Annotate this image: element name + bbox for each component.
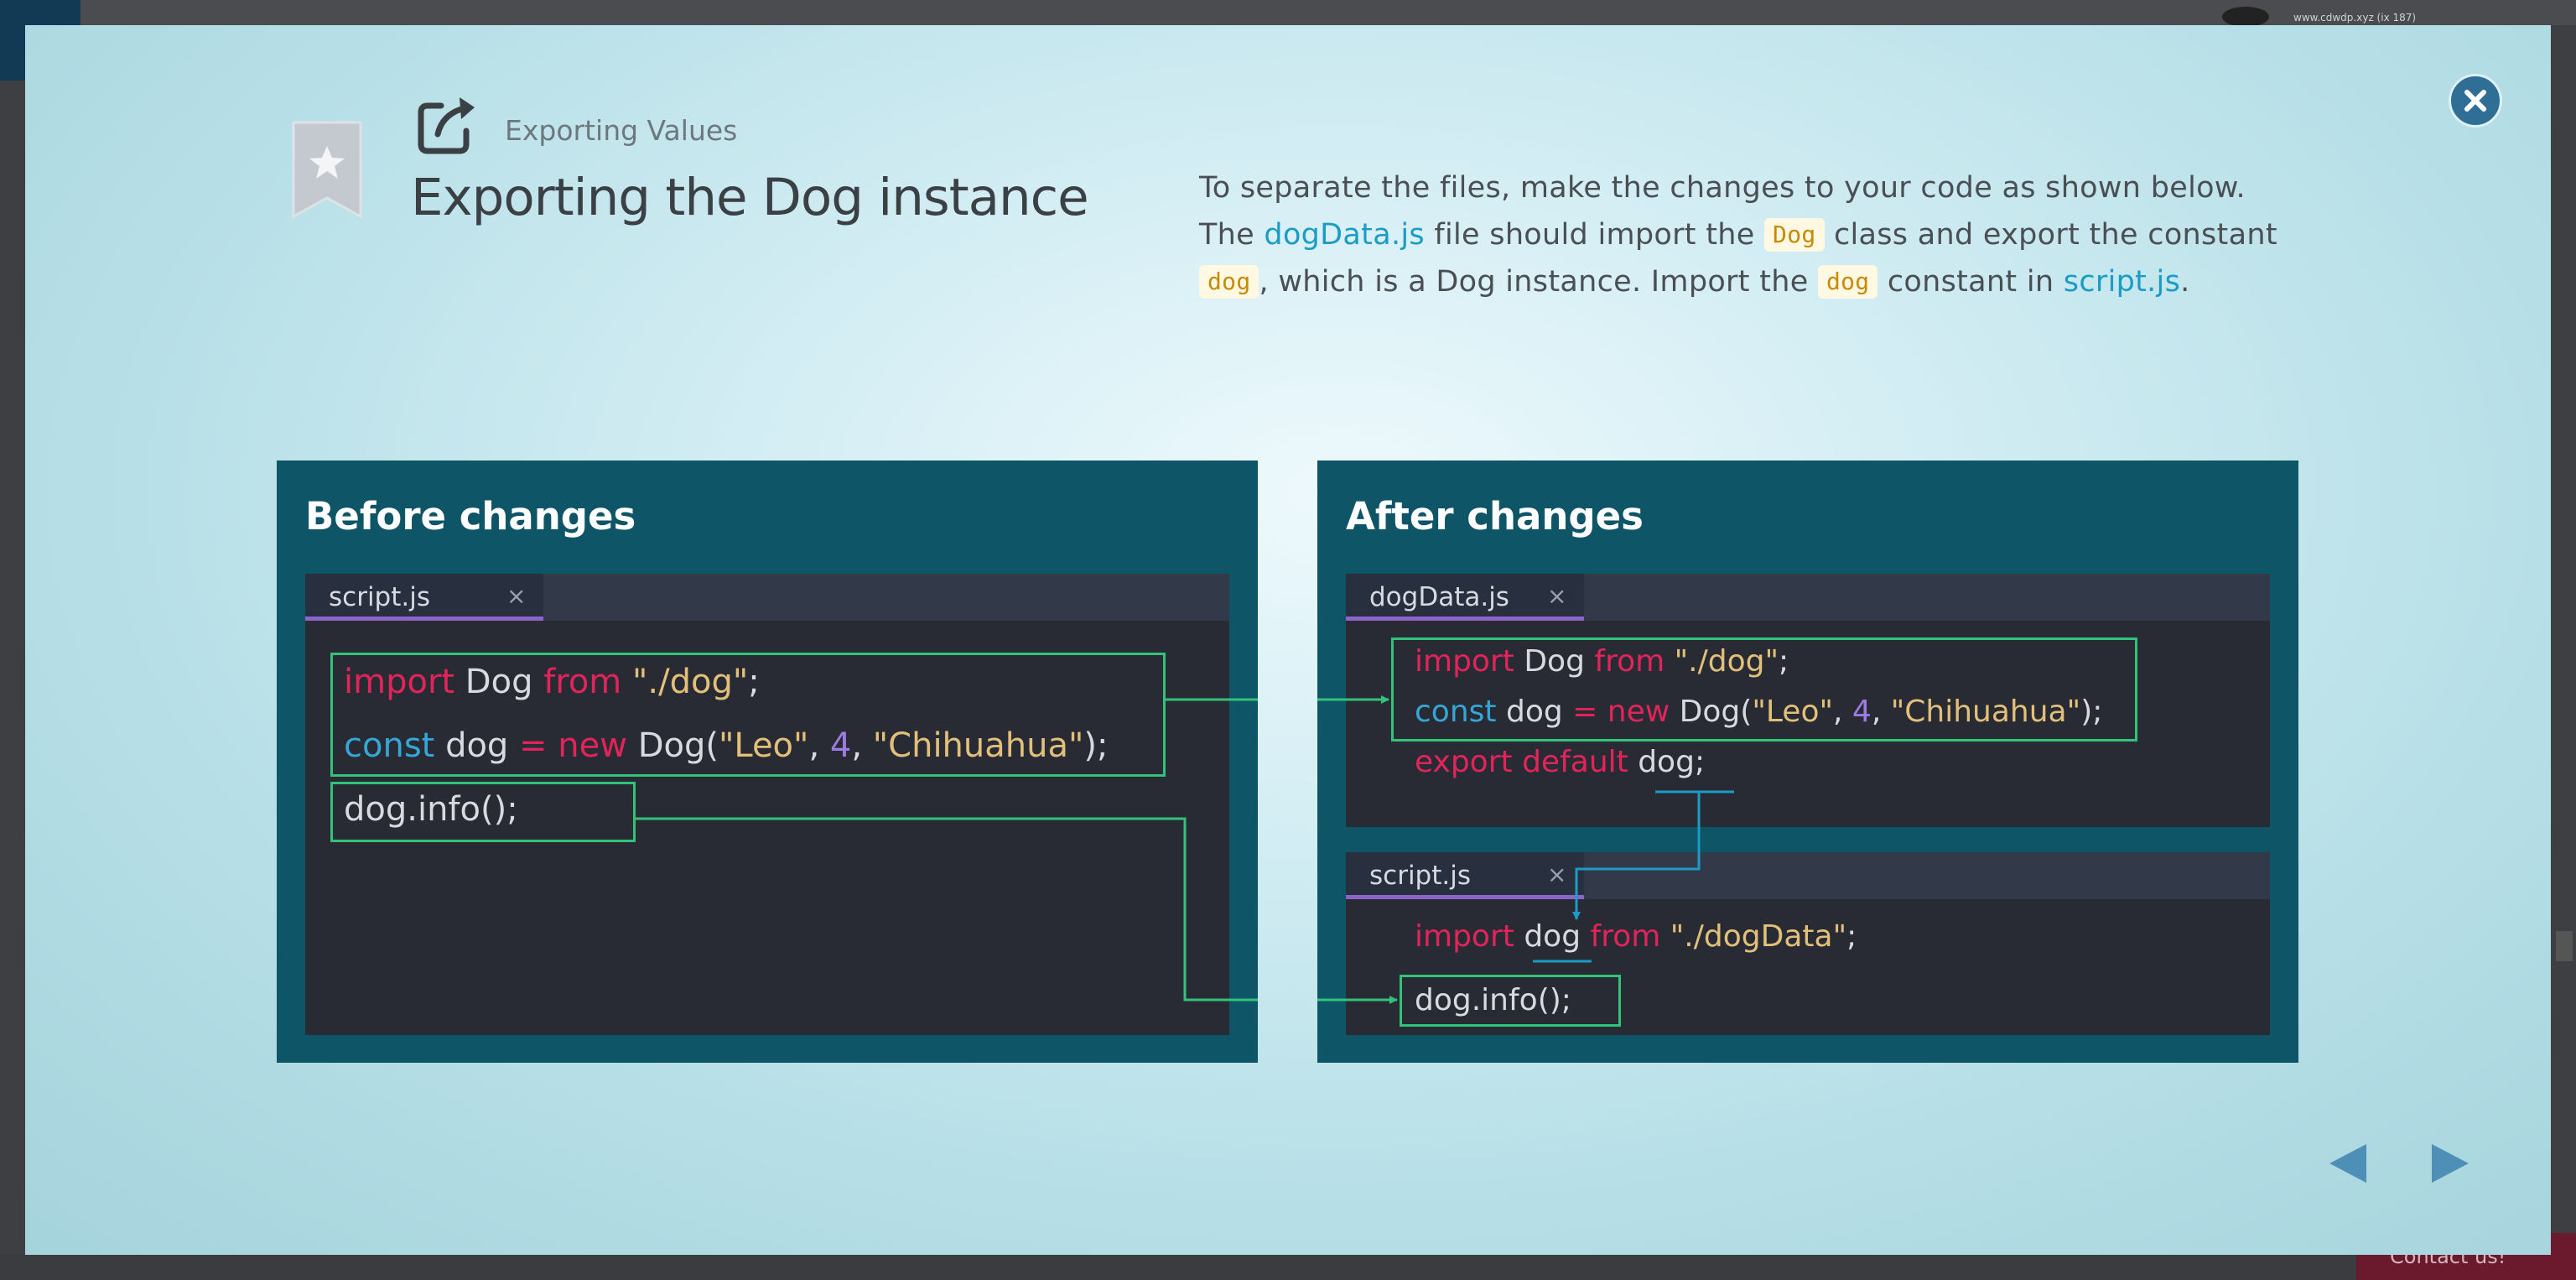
- code-line-export: export default dog;: [1415, 745, 1705, 779]
- keyword: import: [344, 663, 455, 701]
- identifier: dog: [1505, 695, 1563, 729]
- code-editor: script.js × import Dog from "./dog"; con…: [305, 574, 1229, 1035]
- operator: =: [519, 726, 548, 765]
- keyword: default: [1522, 745, 1628, 779]
- punctuation: ;: [748, 663, 760, 701]
- punctuation: );: [2080, 695, 2103, 729]
- description-text: class and export the constant: [1824, 218, 2277, 252]
- keyword: const: [344, 726, 435, 765]
- string-literal: "Chihuahua": [872, 726, 1084, 765]
- before-changes-panel: Before changes script.js × import Dog fr…: [277, 460, 1258, 1063]
- highlight-box-info: [330, 782, 636, 842]
- operator: =: [1572, 695, 1598, 729]
- code-line-import: import Dog from "./dog";: [344, 663, 760, 701]
- keyword: new: [1607, 695, 1670, 729]
- code-line-const: const dog = new Dog("Leo", 4, "Chihuahua…: [1415, 695, 2102, 729]
- tab-close-icon[interactable]: ×: [1547, 582, 1567, 610]
- keyword: import: [1415, 644, 1514, 679]
- string-literal: "./dog": [632, 663, 749, 701]
- keyword: import: [1415, 919, 1514, 954]
- punctuation: ;: [1846, 919, 1857, 954]
- file-name-script: script.js: [2063, 265, 2181, 299]
- tab-dogdata-js[interactable]: dogData.js ×: [1346, 574, 1584, 621]
- description-text: .: [2180, 265, 2190, 299]
- string-literal: "Chihuahua": [1890, 695, 2081, 729]
- identifier: Dog: [1524, 644, 1585, 679]
- code-line-info: dog.info();: [344, 790, 518, 829]
- string-literal: "Leo": [1752, 695, 1834, 729]
- code-editor-script: script.js × import dog from "./dogData";…: [1346, 852, 2270, 1035]
- keyword: const: [1415, 695, 1497, 729]
- tab-label: script.js: [1369, 861, 1472, 891]
- punctuation: ,: [1871, 695, 1891, 729]
- identifier: Dog(: [637, 726, 719, 765]
- keyword: new: [558, 726, 627, 765]
- number-literal: 4: [829, 726, 852, 765]
- lesson-modal: Exporting Values Exporting the Dog insta…: [25, 25, 2551, 1255]
- background-top-bar: [0, 0, 2576, 25]
- close-button[interactable]: [2449, 74, 2502, 127]
- file-name-dogdata: dogData.js: [1264, 218, 1425, 252]
- background-scrollbar: [2556, 931, 2573, 961]
- inline-code: dog: [1817, 265, 1878, 299]
- keyword: from: [543, 663, 622, 701]
- keyword: export: [1415, 745, 1513, 779]
- identifier: Dog(: [1679, 695, 1753, 729]
- code-line-const: const dog = new Dog("Leo", 4, "Chihuahua…: [344, 726, 1108, 765]
- page-title: Exporting the Dog instance: [411, 168, 1089, 227]
- string-literal: "./dogData": [1670, 919, 1847, 954]
- code-editor-dogdata: dogData.js × import Dog from "./dog"; co…: [1346, 574, 2270, 827]
- description-text: To separate the files, make the changes …: [1199, 171, 2246, 252]
- code-line-import: import dog from "./dogData";: [1415, 919, 1857, 954]
- punctuation: ,: [808, 726, 830, 765]
- lesson-description: To separate the files, make the changes …: [1199, 164, 2289, 305]
- background-bottom-bar: [0, 1255, 2356, 1280]
- description-text: constant in: [1877, 265, 2064, 299]
- tab-label: script.js: [329, 582, 431, 612]
- punctuation: ;: [1779, 644, 1789, 679]
- previous-button[interactable]: [2328, 1142, 2368, 1188]
- section-label: Exporting Values: [505, 114, 738, 147]
- string-literal: "Leo": [718, 726, 809, 765]
- background-avatar: [2222, 7, 2269, 27]
- tab-close-icon[interactable]: ×: [1547, 861, 1567, 888]
- highlight-box-import-const: [330, 653, 1166, 777]
- close-icon: [2464, 90, 2486, 112]
- panel-heading: Before changes: [305, 494, 636, 539]
- after-changes-panel: After changes dogData.js × import Dog fr…: [1317, 460, 2298, 1063]
- tab-script-js[interactable]: script.js ×: [305, 574, 543, 621]
- punctuation: );: [1083, 726, 1109, 765]
- highlight-box-info: [1400, 975, 1621, 1027]
- punctuation: ;: [1694, 745, 1706, 779]
- inline-code: Dog: [1764, 218, 1825, 252]
- identifier: dog: [1524, 919, 1581, 954]
- triangle-right-icon: [2432, 1144, 2469, 1183]
- star-bookmark-icon[interactable]: [292, 121, 362, 219]
- panel-heading: After changes: [1346, 494, 1644, 539]
- punctuation: ,: [1833, 695, 1852, 729]
- keyword: from: [1594, 644, 1665, 679]
- code-line-import: import Dog from "./dog";: [1415, 644, 1789, 679]
- highlight-box-import-const: [1391, 637, 2137, 741]
- keyword: from: [1590, 919, 1661, 954]
- code-line-info: dog.info();: [1415, 983, 1571, 1017]
- tab-close-icon[interactable]: ×: [506, 582, 527, 610]
- triangle-left-icon: [2329, 1144, 2366, 1183]
- tab-script-js[interactable]: script.js ×: [1346, 852, 1584, 899]
- string-literal: "./dog": [1674, 644, 1779, 679]
- description-text: file should import the: [1424, 218, 1765, 252]
- number-literal: 4: [1852, 695, 1872, 729]
- identifier: dog: [445, 726, 509, 765]
- next-button[interactable]: [2430, 1142, 2470, 1188]
- identifier: Dog: [465, 663, 533, 701]
- background-url-text: www.cdwdp.xyz (ix 187): [2293, 12, 2417, 23]
- identifier: dog: [1638, 745, 1695, 779]
- description-text: , which is a Dog instance. Import the: [1259, 265, 1818, 299]
- inline-code: dog: [1199, 265, 1259, 299]
- punctuation: ,: [851, 726, 873, 765]
- external-link-icon: [413, 92, 480, 159]
- tab-label: dogData.js: [1369, 582, 1509, 612]
